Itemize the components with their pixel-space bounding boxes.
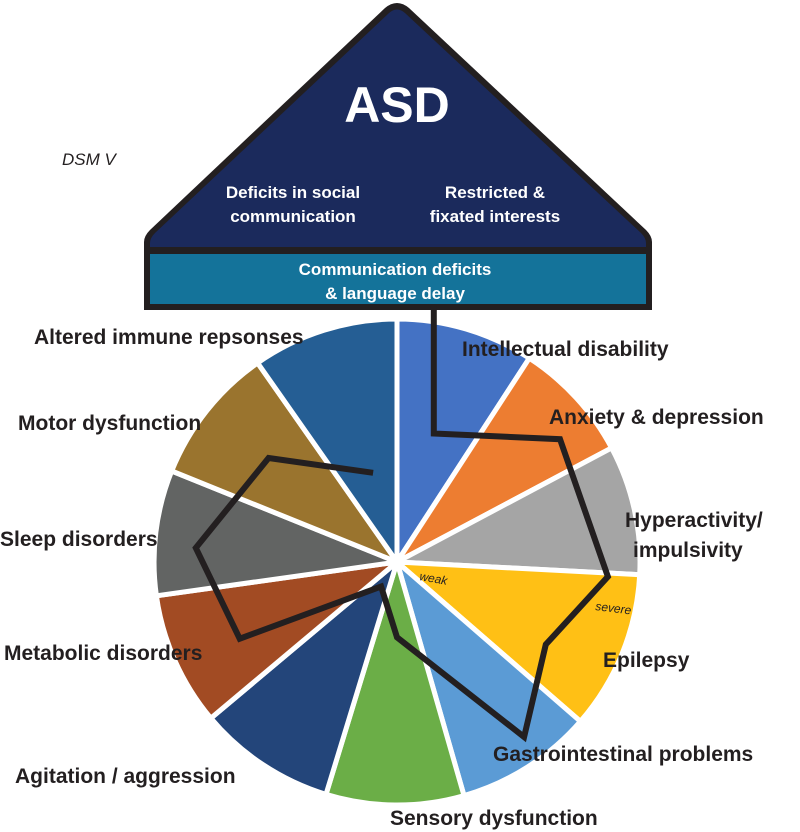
label-motor-dysfunction: Motor dysfunction (18, 412, 201, 435)
header-triangle (150, 9, 646, 247)
slice-agitation-aggression (208, 559, 400, 797)
slice-anxiety-depression (394, 355, 615, 565)
slice-intellectual-disability (394, 316, 532, 565)
pie-center-hub (390, 555, 404, 569)
severity-line (192, 306, 612, 743)
slice-altered-immune-repsonses (255, 316, 400, 565)
scale-weak-label: weak (418, 569, 449, 588)
core-right-line-2: fixated interests (430, 207, 560, 226)
label-hyperactivity-2: impulsivity (633, 539, 743, 562)
asd-core-header: ASD Deficits in social communication Res… (144, 3, 652, 310)
label-sensory-dysfunction: Sensory dysfunction (390, 807, 598, 830)
scale-severe-label: severe (595, 599, 633, 617)
core-left-line-2: communication (230, 207, 356, 226)
header-band (150, 254, 646, 304)
slice-epilepsy (394, 559, 643, 724)
band-line-2: & language delay (325, 284, 465, 303)
core-right-line-1: Restricted & (445, 183, 545, 202)
slice-hyperactivity-impulsivity (394, 445, 643, 578)
severity-line-group (192, 306, 612, 743)
label-gastrointestinal: Gastrointestinal problems (493, 743, 753, 766)
band-line-1: Communication deficits (299, 260, 492, 279)
dsm-label: DSM V (62, 150, 118, 169)
category-labels: Intellectual disability Anxiety & depres… (0, 326, 764, 830)
label-altered-immune: Altered immune repsonses (34, 326, 304, 349)
core-left-line-1: Deficits in social (226, 183, 360, 202)
label-hyperactivity-1: Hyperactivity/ (625, 509, 763, 532)
label-epilepsy: Epilepsy (603, 649, 690, 672)
label-sleep-disorders: Sleep disorders (0, 528, 158, 551)
slice-sensory-dysfunction (323, 559, 467, 808)
label-metabolic-disorders: Metabolic disorders (4, 642, 202, 665)
asd-title: ASD (344, 77, 450, 133)
label-anxiety-depression: Anxiety & depression (549, 406, 764, 429)
label-agitation-aggression: Agitation / aggression (15, 765, 236, 788)
slice-sleep-disorders (151, 468, 400, 599)
label-intellectual-disability: Intellectual disability (462, 338, 669, 361)
comorbidity-pie (151, 316, 643, 808)
slice-gastrointestinal-problems (394, 559, 583, 799)
